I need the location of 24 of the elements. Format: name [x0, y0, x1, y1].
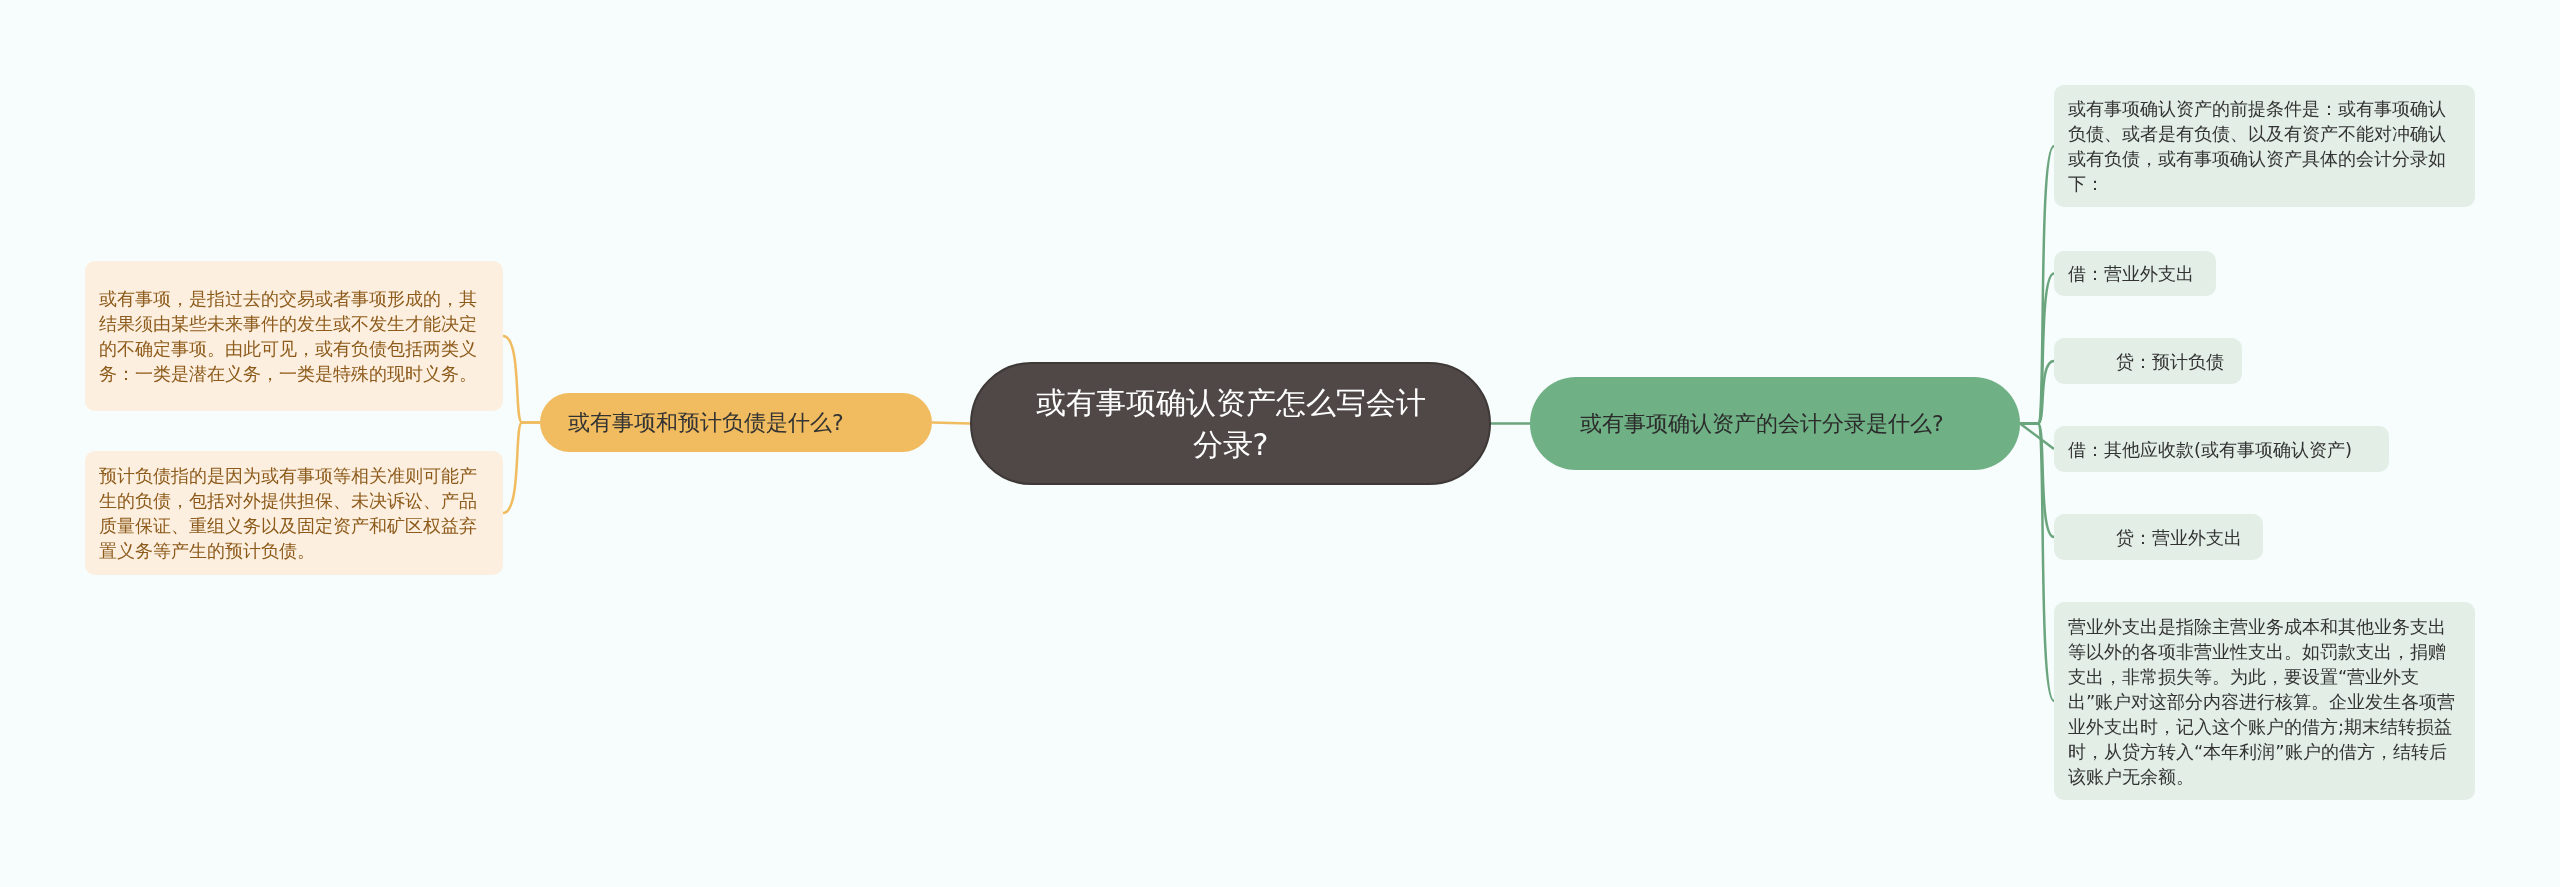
- text-card: [2054, 426, 2389, 472]
- connector: [931, 421, 971, 425]
- node-text: 或有事项和预计负债是什么?: [568, 408, 844, 437]
- text-card: [85, 451, 503, 575]
- text-card: [85, 261, 503, 411]
- node-text: 或有事项确认资产的会计分录是什么?: [1580, 409, 1944, 438]
- text-card: [2054, 85, 2475, 207]
- text-card: [2054, 338, 2242, 384]
- node-text: 借：营业外支出: [2068, 262, 2194, 286]
- connector: [2020, 422, 2056, 702]
- node-text: 或有事项确认资产的前提条件是：或有事项确认负债、或者是有负债、以及有资产不能对冲确认或有负债，或有事项确认资产具体的会计分录如下：: [2068, 97, 2447, 196]
- connector: [1491, 422, 1530, 425]
- text-card: [2054, 602, 2475, 800]
- connector: [502, 421, 540, 515]
- node-text: 贷：预计负债: [2116, 349, 2224, 374]
- connector: [2019, 422, 2055, 450]
- text-card: [2054, 514, 2263, 560]
- node-text: 借：其他应收款(或有事项确认资产): [2068, 437, 2353, 462]
- node-text: 或有事项确认资产怎么写会计分录?: [1034, 383, 1427, 464]
- node-text: 或有事项，是指过去的交易或者事项形成的，其结果须由某些未来事件的发生或不发生才能决定的不确定事项。由此可见，或有负债包括两类义务：一类是潜在义务，一类是特殊的现时义务。: [99, 287, 478, 386]
- node-text: 贷：营业外支出: [2116, 525, 2242, 550]
- text-card: [2054, 251, 2216, 296]
- node-text: 预计负债指的是因为或有事项等相关准则可能产生的负债，包括对外提供担保、未决诉讼、产品质量保证、重组义务以及固定资产和矿区权益弃置义务等产生的预计负债。: [99, 464, 478, 563]
- node-text: 营业外支出是指除主营业务成本和其他业务支出等以外的各项非营业性支出。如罚款支出，捐赠支出，非常损失等。为此，要设置“营业外支出”账户对这部分内容进行核算。企业发生各项营业外支出时，记入这个账户的借方;期末结转损益时，从贷方转入“本年利润”账户的借方，结转后该账户无余额。: [2068, 614, 2457, 789]
